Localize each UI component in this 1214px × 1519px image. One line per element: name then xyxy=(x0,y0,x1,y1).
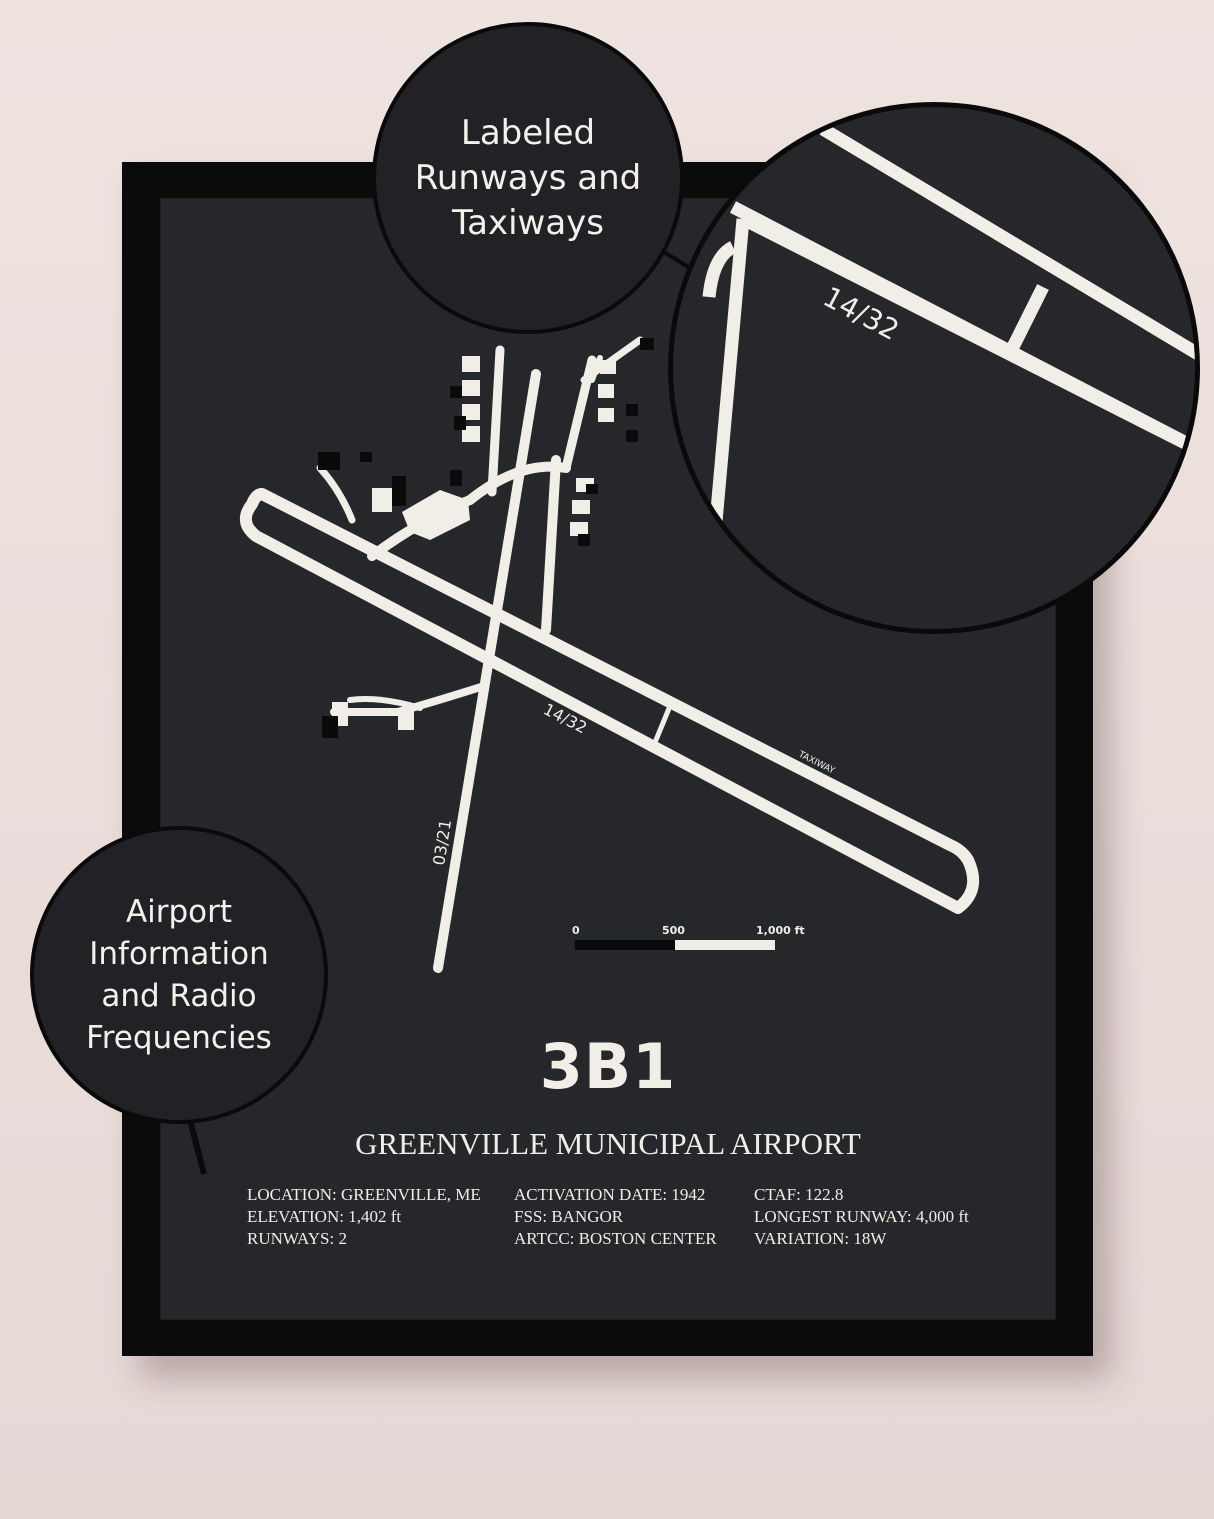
info-elevation: ELEVATION: 1,402 ft xyxy=(247,1207,402,1226)
info-variation: VARIATION: 18W xyxy=(754,1229,887,1248)
main-apron xyxy=(402,490,470,540)
info-fss: FSS: BANGOR xyxy=(514,1207,624,1226)
building-7 xyxy=(640,338,654,350)
hangar-11 xyxy=(372,488,392,512)
building-12 xyxy=(322,716,338,738)
zoom-magnifier: 14/32 xyxy=(668,102,1200,634)
info-column-3: CTAF: 122.8 LONGEST RUNWAY: 4,000 ft VAR… xyxy=(754,1184,969,1250)
info-runways: RUNWAYS: 2 xyxy=(247,1229,347,1248)
info-ctaf: CTAF: 122.8 xyxy=(754,1185,844,1204)
building-3 xyxy=(586,484,598,494)
building-8 xyxy=(392,476,406,506)
taxiway-nw xyxy=(316,464,356,524)
callout-runways-taxiways: Labeled Runways and Taxiways xyxy=(372,22,684,334)
info-column-1: LOCATION: GREENVILLE, ME ELEVATION: 1,40… xyxy=(247,1184,481,1250)
building-2 xyxy=(454,416,466,430)
hangar-10 xyxy=(598,408,614,422)
callout-info-label: Airport Information and Radio Frequencie… xyxy=(86,894,272,1056)
taxiway-north xyxy=(487,345,505,497)
scale-tick-0: 0 xyxy=(572,924,580,937)
building-9 xyxy=(318,452,340,470)
building-1 xyxy=(450,386,462,398)
info-location: LOCATION: GREENVILLE, ME xyxy=(247,1185,481,1204)
info-activation-date: ACTIVATION DATE: 1942 xyxy=(514,1185,706,1204)
runway-14-32 xyxy=(240,488,980,914)
building-6 xyxy=(626,430,638,442)
zoom-lower-edge xyxy=(740,213,1195,453)
zoom-detail: 14/32 xyxy=(699,107,1195,629)
hangar-1 xyxy=(462,356,480,372)
info-longest-runway: LONGEST RUNWAY: 4,000 ft xyxy=(754,1207,969,1226)
taxiway-connector xyxy=(653,703,673,743)
building-11 xyxy=(450,470,462,486)
zoom-upper-edge xyxy=(819,123,1195,360)
taxiway-parallel xyxy=(541,455,561,635)
scale-bar-black xyxy=(575,940,675,950)
zoom-curve xyxy=(702,241,737,298)
callout-airport-info: Airport Information and Radio Frequencie… xyxy=(30,826,328,1124)
scale-tick-500: 500 xyxy=(662,924,685,937)
hangar-7 xyxy=(570,522,588,536)
callout-runways-label: Labeled Runways and Taxiways xyxy=(414,112,642,243)
scale-tick-1000: 1,000 ft xyxy=(756,924,805,937)
hangar-9 xyxy=(598,384,614,398)
hangar-3 xyxy=(462,404,480,420)
zoom-connector xyxy=(1007,284,1049,350)
hangar-8 xyxy=(600,360,616,374)
hangar-13 xyxy=(398,710,414,730)
hangar-6 xyxy=(572,500,590,514)
hangar-2 xyxy=(462,380,480,396)
hangar-4 xyxy=(462,426,480,442)
info-column-2: ACTIVATION DATE: 1942 FSS: BANGOR ARTCC:… xyxy=(514,1184,717,1250)
airport-name: GREENVILLE MUNICIPAL AIRPORT xyxy=(355,1126,861,1161)
taxiway-apron-link xyxy=(465,461,571,505)
taxiway-ne-spur xyxy=(589,355,603,383)
building-10 xyxy=(360,452,372,462)
building-5 xyxy=(626,404,638,416)
building-4 xyxy=(578,534,590,546)
info-artcc: ARTCC: BOSTON CENTER xyxy=(514,1229,717,1248)
scale-bar-white xyxy=(675,940,775,950)
taxiway-sw-2 xyxy=(347,696,423,711)
airport-code: 3B1 xyxy=(539,1030,677,1103)
